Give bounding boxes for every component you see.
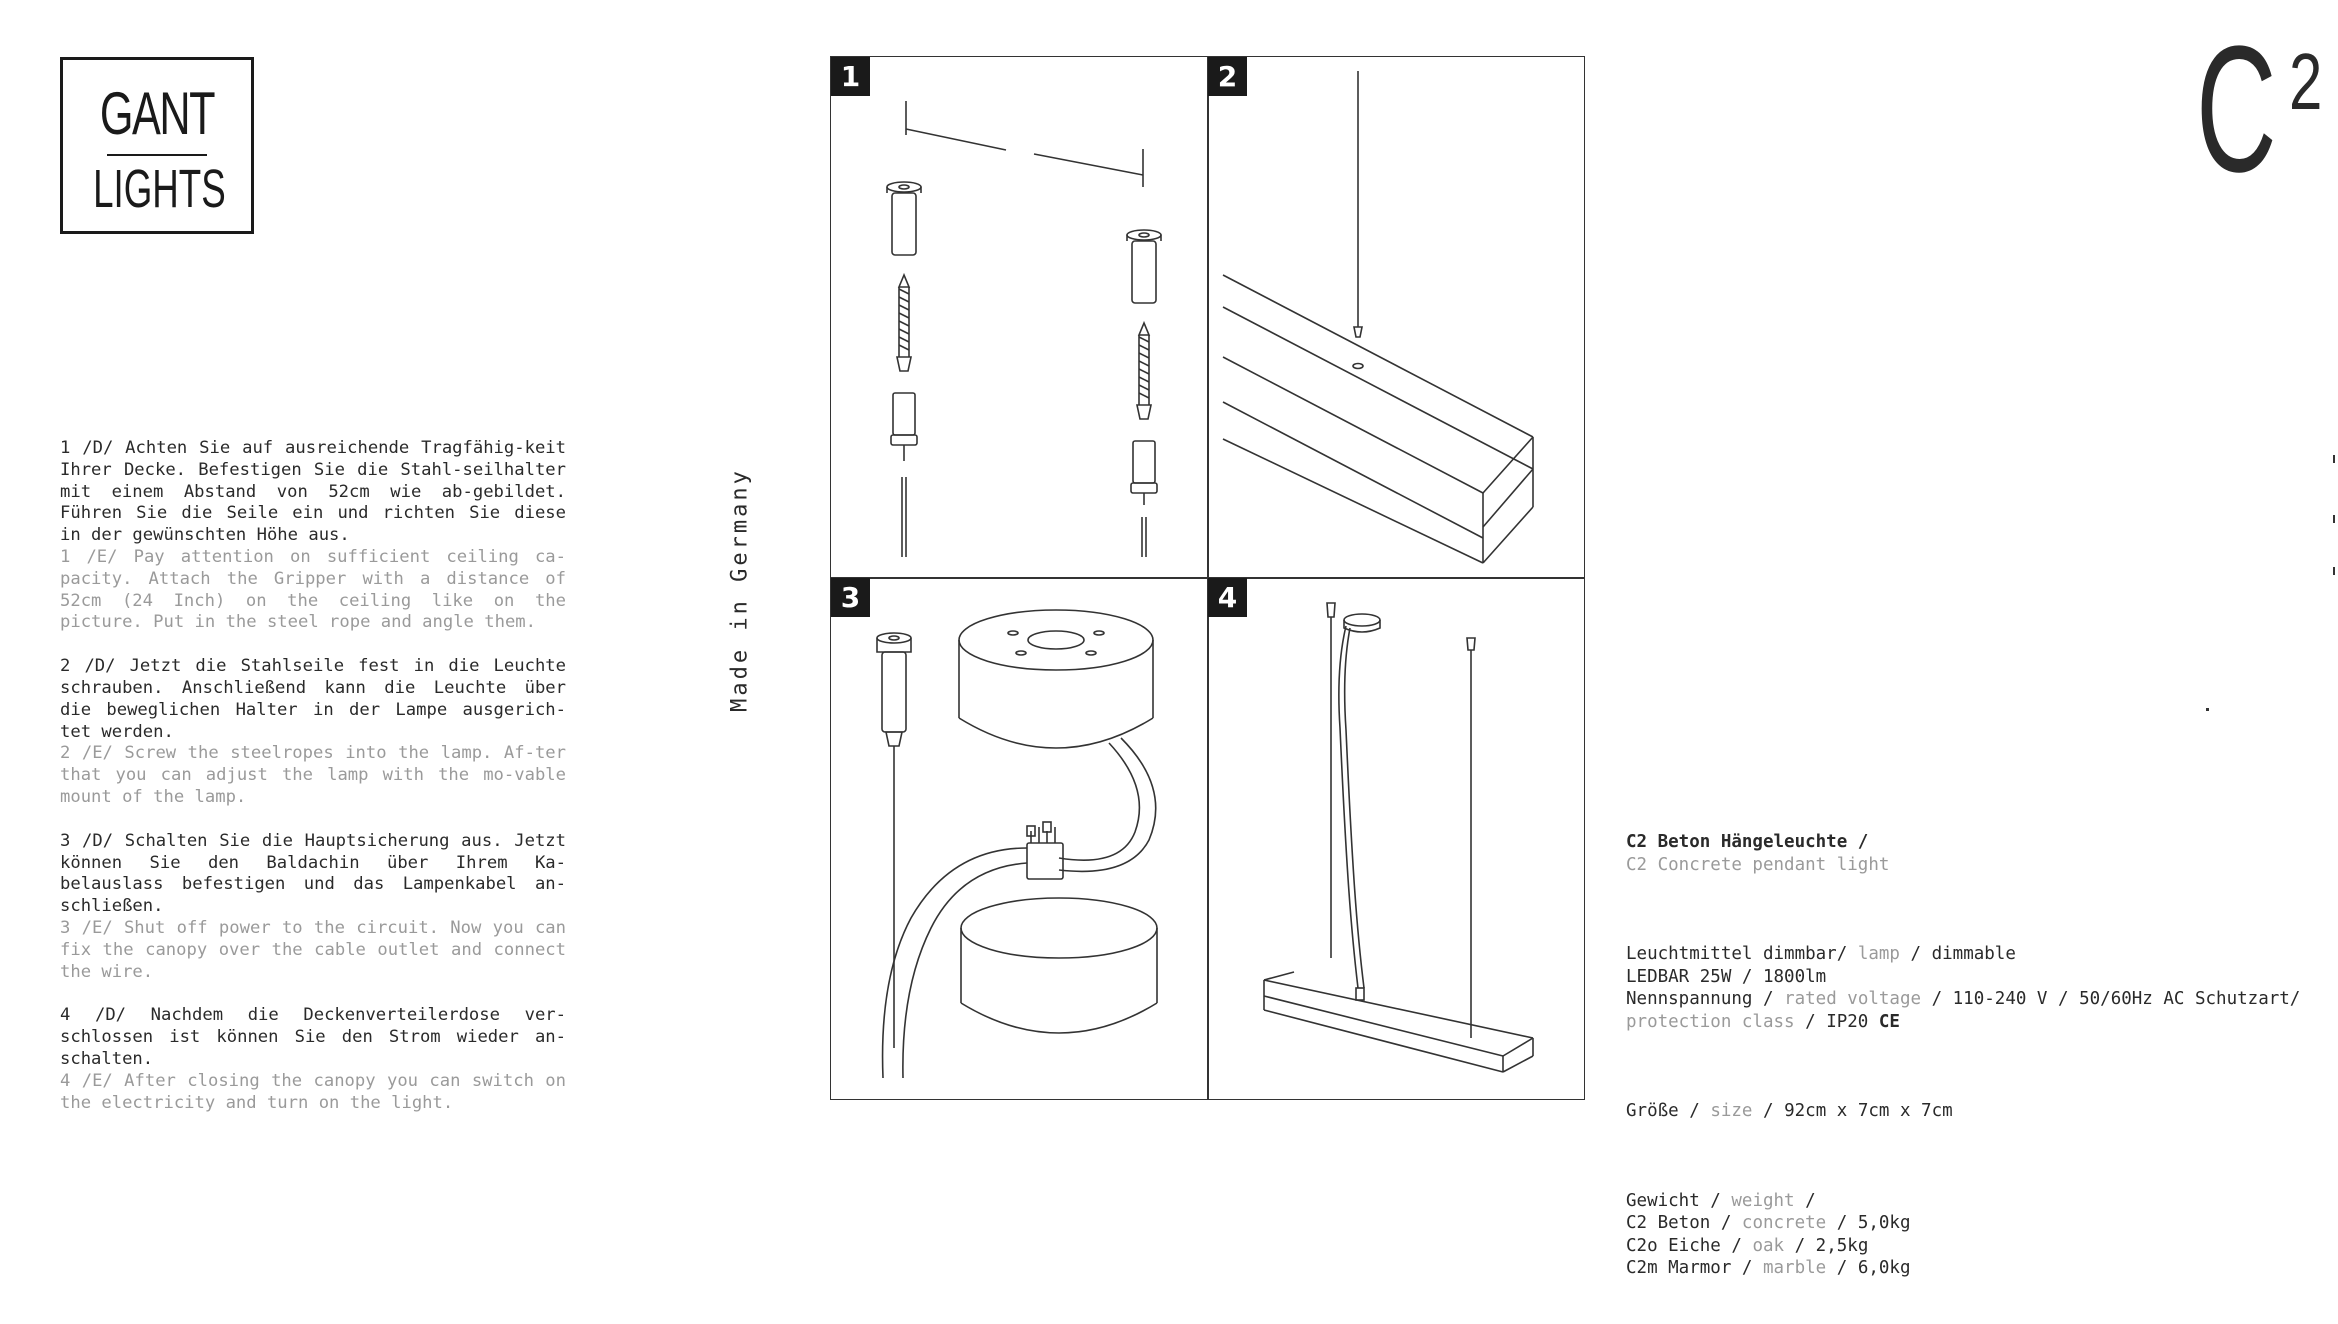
weight-row-value: / 6,0kg [1836,1258,1911,1278]
ce-mark-icon: CE [1878,1011,1900,1032]
instruction-de: 3 /D/ Schalten Sie die Hauptsicherung au… [60,830,566,917]
small-dot [2206,708,2209,711]
weight-row-name: C2m Marmor / [1626,1258,1753,1278]
edge-tick-marks [2333,455,2335,575]
spec-light-en: lamp [1857,944,1900,964]
spec-weight-slash: / [1805,1190,1816,1211]
logo-divider [107,154,207,156]
logo-word-gant: GANT [99,80,216,147]
spec-size-en: size [1710,1101,1753,1121]
spec-title: C2 Beton Hängeleuchte / C2 Concrete pend… [1626,831,2300,876]
canopy-wiring-drawing [876,609,1158,1079]
assembly-instructions: 1 /D/ Achten Sie auf ausreichende Tragfä… [60,438,566,1136]
weight-row-en: oak [1752,1235,1785,1256]
spec-weight-en: weight [1731,1190,1795,1211]
spec-electrical: Leuchtmittel dimmbar/ lamp / dimmable LE… [1626,943,2300,1033]
spec-ledbar: LEDBAR 25W / 1800lm [1626,966,1827,987]
instruction-step-4: 4 /D/ Nachdem die Deckenverteilerdose ve… [60,1005,566,1114]
step-number-badge: 4 [1208,578,1247,617]
spec-voltage-value: / 110-240 V / 50/60Hz AC Schutzart/ [1931,989,2301,1009]
made-in-germany-caption: Made in Germany [727,468,753,712]
instruction-step-2: 2 /D/ Jetzt die Stahlseile fest in die L… [60,656,566,809]
product-mark-letter: C [2196,9,2277,210]
instruction-de: 2 /D/ Jetzt die Stahlseile fest in die L… [60,656,566,742]
grid-divider-horizontal [831,577,1584,579]
spec-protection-en: protection class [1626,1011,1795,1032]
spec-light-de: Leuchtmittel dimmbar/ [1626,944,1848,964]
step-number-badge: 1 [831,57,870,96]
step-number-badge: 3 [831,578,870,617]
instruction-en: 3 /E/ Shut off power to the circuit. Now… [60,917,566,982]
illustration-panel-3: 3 [831,578,1207,1098]
spec-light-dim: / dimmable [1910,944,2016,964]
spec-size-de: Größe / [1626,1101,1700,1121]
weight-row-en: concrete [1741,1213,1827,1233]
instruction-de: 1 /D/ Achten Sie auf ausreichende Tragfä… [60,438,566,546]
lamp-attach-drawing [1222,71,1534,564]
spec-title-de: C2 Beton Hängeleuchte / [1626,832,1869,852]
spec-title-en: C2 Concrete pendant light [1626,854,1890,875]
spec-size-value: / 92cm x 7cm x 7cm [1763,1101,1953,1121]
instruction-de: 4 /D/ Nachdem die Deckenverteilerdose ve… [60,1005,566,1069]
instruction-en: 2 /E/ Screw the steelropes into the lamp… [60,743,566,807]
weight-row-value: / 5,0kg [1836,1213,1911,1233]
gant-lights-logo: GANT LIGHTS [60,57,254,234]
weight-row-value: / 2,5kg [1794,1235,1869,1256]
instruction-step-3: 3 /D/ Schalten Sie die Hauptsicherung au… [60,831,566,984]
logo-word-lights: LIGHTS [93,159,226,219]
weight-row-name: C2 Beton / [1626,1213,1732,1233]
weight-row-en: marble [1762,1258,1827,1278]
spec-voltage-de: Nennspannung / [1626,989,1774,1009]
spec-weight: Gewicht / weight / C2 Beton / concrete /… [1626,1190,2300,1280]
product-mark-superscript: 2 [2289,37,2323,126]
illustration-panel-4: 4 [1208,578,1585,1098]
instruction-en: 4 /E/ After closing the canopy you can s… [60,1070,566,1113]
spec-weight-de: Gewicht / [1626,1190,1721,1211]
assembly-illustration-grid: 1 [830,56,1585,1100]
instruction-step-1: 1 /D/ Achten Sie auf ausreichende Tragfä… [60,438,566,634]
spec-protection-value: / IP20 [1805,1011,1869,1032]
step-number-badge: 2 [1208,57,1247,96]
ceiling-mount-drawing [886,101,1162,557]
weight-row-name: C2o Eiche / [1626,1235,1742,1256]
instruction-en: 1 /E/ Pay attention on sufficient ceilin… [60,546,566,633]
illustration-panel-2: 2 [1208,57,1585,577]
product-specs: C2 Beton Hängeleuchte / C2 Concrete pend… [1626,786,2300,1324]
installed-lamp-drawing [1263,602,1534,1073]
spec-size: Größe / size / 92cm x 7cm x 7cm [1626,1100,2300,1123]
spec-voltage-en: rated voltage [1784,989,1922,1009]
illustration-panel-1: 1 [831,57,1207,577]
